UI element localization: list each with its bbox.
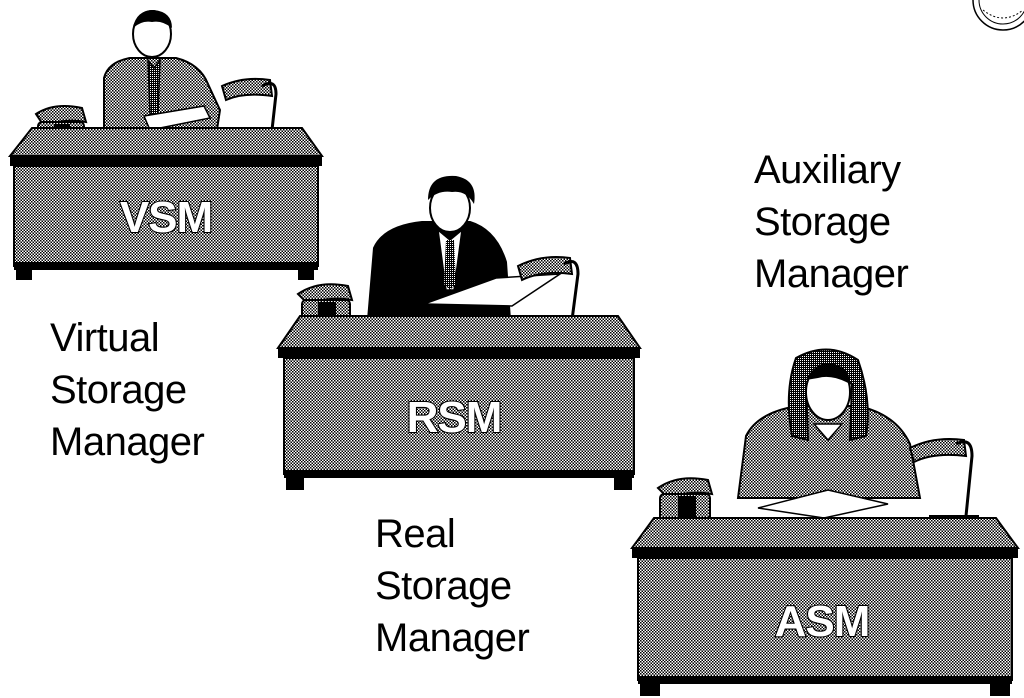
asm-caption-line-2: Storage — [754, 200, 891, 244]
desk-icon: ASM — [630, 517, 1020, 696]
telephone-icon — [656, 477, 714, 525]
desk-lamp-icon — [908, 438, 979, 527]
vsm-caption-line-1: Virtual — [50, 316, 160, 360]
man-in-suit-icon — [366, 175, 563, 321]
rsm-caption-line-1: Real — [375, 512, 456, 556]
vsm-caption: Virtual Storage Manager — [50, 312, 205, 468]
vsm-acronym: VSM — [120, 193, 212, 242]
asm-caption-line-1: Auxiliary — [754, 148, 901, 192]
rsm-caption-line-3: Manager — [375, 616, 530, 660]
asm-desk-illustration: ASM — [630, 348, 1020, 696]
vsm-caption-line-3: Manager — [50, 420, 205, 464]
desk-icon: RSM — [276, 315, 642, 490]
asm-caption-line-3: Manager — [754, 252, 909, 296]
woman-in-jacket-icon — [736, 348, 922, 519]
seal-logo-icon — [972, 0, 1024, 31]
asm-acronym: ASM — [775, 597, 870, 646]
asm-caption: Auxiliary Storage Manager — [754, 144, 909, 300]
rsm-caption: Real Storage Manager — [375, 508, 530, 664]
desk-icon: VSM — [7, 127, 324, 280]
rsm-desk-illustration: RSM — [276, 175, 642, 490]
vsm-caption-line-2: Storage — [50, 368, 187, 412]
rsm-acronym: RSM — [407, 393, 502, 442]
vsm-desk-illustration: VSM — [7, 10, 324, 280]
man-in-shirt-icon — [103, 10, 222, 137]
rsm-caption-line-2: Storage — [375, 564, 512, 608]
